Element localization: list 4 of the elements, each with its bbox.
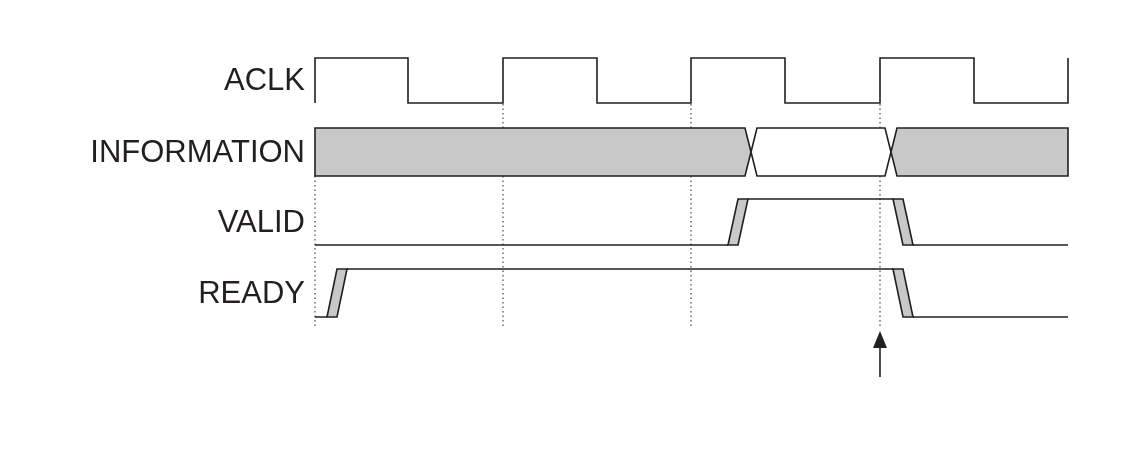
signal-name: VALID [217,204,305,240]
signal-name: INFORMATION [90,134,305,170]
signal-name: READY [198,275,305,311]
signal-name: ACLK [224,62,305,98]
